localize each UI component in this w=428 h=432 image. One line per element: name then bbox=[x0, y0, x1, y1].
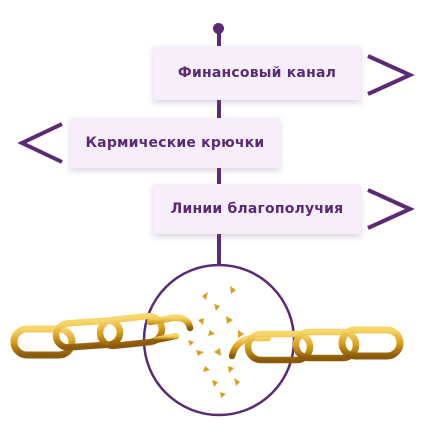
item-label: Линии благополучия bbox=[170, 201, 344, 217]
connector-line bbox=[217, 234, 221, 264]
item-label: Кармические крючки bbox=[85, 135, 265, 151]
connector-line bbox=[217, 30, 221, 46]
broken-chain-icon bbox=[10, 286, 404, 398]
connector-line bbox=[217, 100, 221, 118]
item-label: Финансовый канал bbox=[177, 65, 337, 81]
arrow-right-icon bbox=[367, 188, 415, 230]
item-card-karmic-hooks: Кармические крючки bbox=[70, 118, 280, 168]
item-card-wellbeing-lines: Линии благополучия bbox=[153, 184, 361, 234]
pin-head-icon bbox=[213, 23, 224, 34]
connector-line bbox=[217, 168, 221, 184]
arrow-right-icon bbox=[367, 54, 415, 96]
arrow-left-icon bbox=[17, 122, 63, 164]
item-card-financial-channel: Финансовый канал bbox=[153, 46, 361, 100]
